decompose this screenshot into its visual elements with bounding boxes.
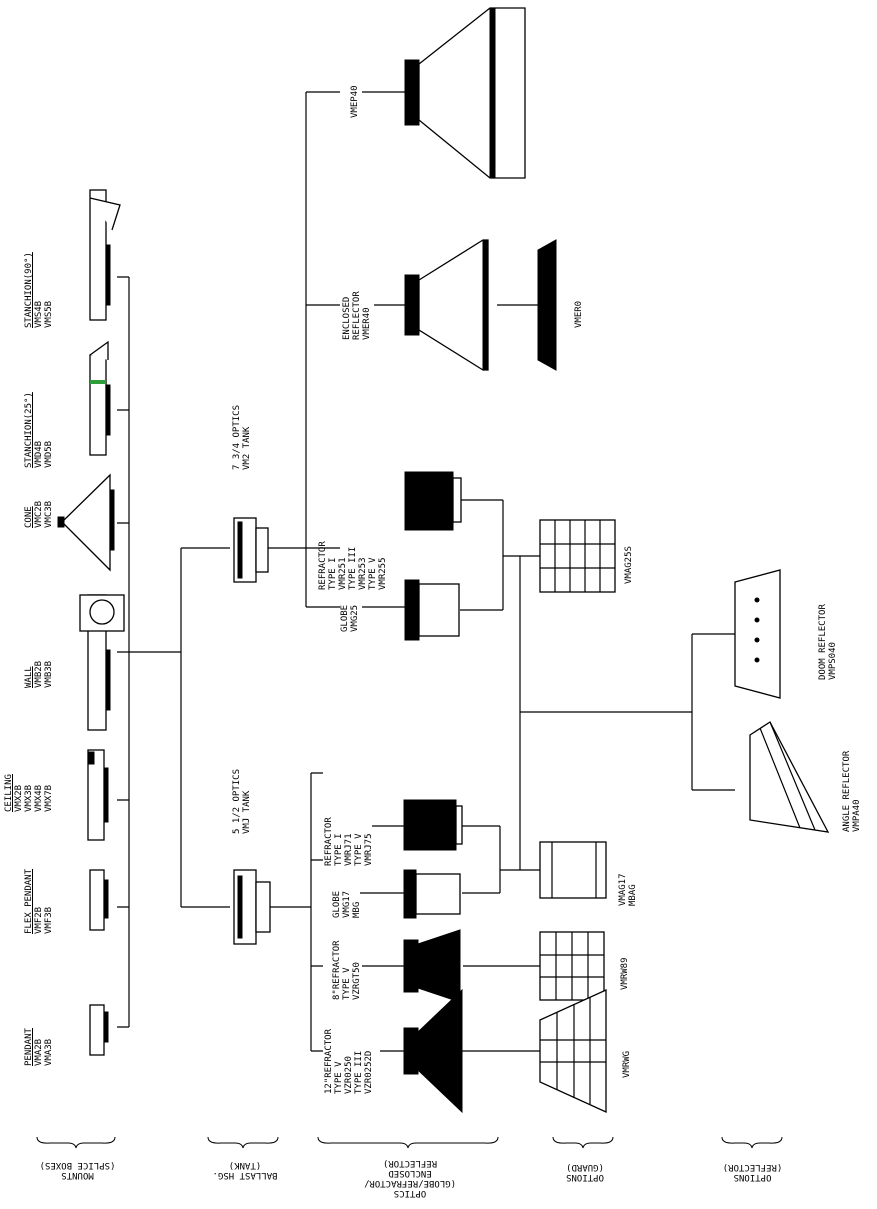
vmr25-icon	[404, 471, 462, 531]
reflector-icons	[734, 569, 830, 833]
flex-pendant-mount	[89, 869, 109, 931]
mount-bus	[117, 276, 130, 1028]
guard-links	[460, 304, 540, 1052]
wall-mount	[79, 594, 125, 731]
vmag17-icon	[539, 841, 607, 899]
stanchion-90-mount	[89, 189, 121, 321]
guard-icons	[537, 239, 616, 1114]
vmep40-icon	[404, 7, 526, 179]
column-braces	[36, 1136, 783, 1149]
vmag25s-icon	[539, 519, 616, 593]
stanchion-25-mount	[89, 340, 111, 456]
column-footer-reflector: OPTIONS(REFLECTOR)	[722, 1162, 783, 1182]
column-footer-guard: OPTIONS(GUARD)	[566, 1162, 604, 1182]
vmrwg-icon	[539, 988, 607, 1114]
vzr-8-icon	[403, 929, 461, 1003]
guard-label-vmrwg: VMRWG	[622, 1050, 632, 1078]
small-tank-bus	[270, 772, 404, 1052]
column-footer-ballast: BALLAST HSG.(TANK)	[212, 1160, 278, 1180]
vmrj7-icon	[403, 799, 463, 851]
large-tank-bus	[268, 91, 412, 608]
guard-label-vmag25s: VMAG25S	[624, 546, 634, 584]
ceiling-mount	[87, 749, 109, 841]
vmj-tank-icon	[233, 869, 271, 945]
vmg25-icon	[404, 579, 460, 641]
vmrw89-icon	[539, 931, 605, 1001]
vmer0-icon	[537, 239, 557, 371]
guard-label-vmer0: VMER0	[574, 300, 584, 328]
connector-lines	[117, 91, 735, 1052]
cone-mount	[57, 473, 115, 572]
column-footer-mounts: MOUNTS(SPLICE BOXES)	[39, 1160, 116, 1180]
pendant-mount	[89, 1004, 109, 1056]
vmps040-icon	[734, 569, 781, 699]
mount-to-tank-line	[129, 547, 230, 908]
tank-icons	[233, 517, 271, 945]
optic-icons	[403, 7, 526, 1114]
vmpa40-icon	[749, 721, 830, 833]
vzr-12-icon	[403, 988, 463, 1114]
vmer40-icon	[404, 239, 489, 371]
vmg17-icon	[403, 869, 461, 919]
vm2-tank-icon	[233, 517, 269, 583]
optic-label-vmep40: VMEP40	[350, 85, 360, 118]
reflector-links	[520, 633, 735, 791]
guard-label-vmrw89: VMRW89	[620, 957, 630, 990]
mount-icons	[57, 189, 125, 1056]
